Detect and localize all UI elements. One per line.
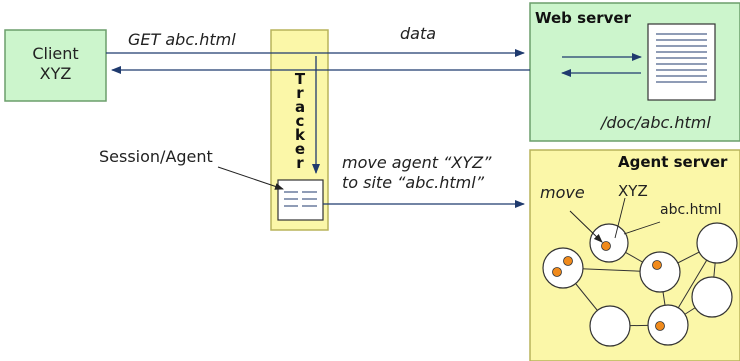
tracker-letter: k bbox=[295, 126, 305, 144]
tracker-label: T r a c k e r bbox=[289, 70, 311, 172]
session-agent-pointer bbox=[217, 166, 284, 190]
client-label: Client XYZ bbox=[5, 44, 106, 84]
node-left bbox=[542, 247, 584, 289]
site-abc-html-label: abc.html bbox=[660, 202, 722, 218]
move-instruction-line1: move agent “XYZ” bbox=[342, 153, 492, 172]
session-agent-label: Session/Agent bbox=[99, 147, 213, 166]
web-server-title: Web server bbox=[535, 9, 631, 27]
xyz-pointer bbox=[614, 197, 626, 239]
node-bottom-center bbox=[647, 304, 689, 346]
client-box bbox=[4, 29, 107, 102]
agent-dots bbox=[552, 241, 665, 331]
tracker-letter: c bbox=[295, 112, 305, 130]
node-bottom-left bbox=[589, 305, 631, 347]
tracker-letter: e bbox=[294, 140, 306, 158]
agent-dot-xyz bbox=[601, 241, 611, 251]
client-label-line1: Client bbox=[32, 44, 79, 63]
doc-path-label: /doc/abc.html bbox=[601, 113, 711, 132]
move-instruction-line2: to site “abc.html” bbox=[342, 173, 484, 192]
node-center bbox=[639, 251, 681, 293]
document-icon bbox=[647, 23, 716, 101]
get-request-label: GET abc.html bbox=[128, 30, 236, 49]
tracker-letter: a bbox=[294, 98, 306, 116]
node-right-bottom bbox=[691, 276, 733, 318]
agent-server-title: Agent server bbox=[618, 153, 728, 171]
move-label: move bbox=[540, 183, 585, 202]
agent-xyz-label: XYZ bbox=[618, 182, 648, 200]
tracker-letter: T bbox=[294, 70, 306, 88]
tracker-letter: r bbox=[296, 154, 304, 172]
move-pointer bbox=[569, 210, 603, 243]
client-label-line2: XYZ bbox=[39, 64, 72, 83]
node-right-top bbox=[696, 222, 738, 264]
data-label: data bbox=[400, 24, 437, 43]
abc-html-pointer bbox=[623, 221, 661, 235]
tracker-letter: r bbox=[296, 84, 304, 102]
session-agent-record bbox=[277, 179, 324, 221]
